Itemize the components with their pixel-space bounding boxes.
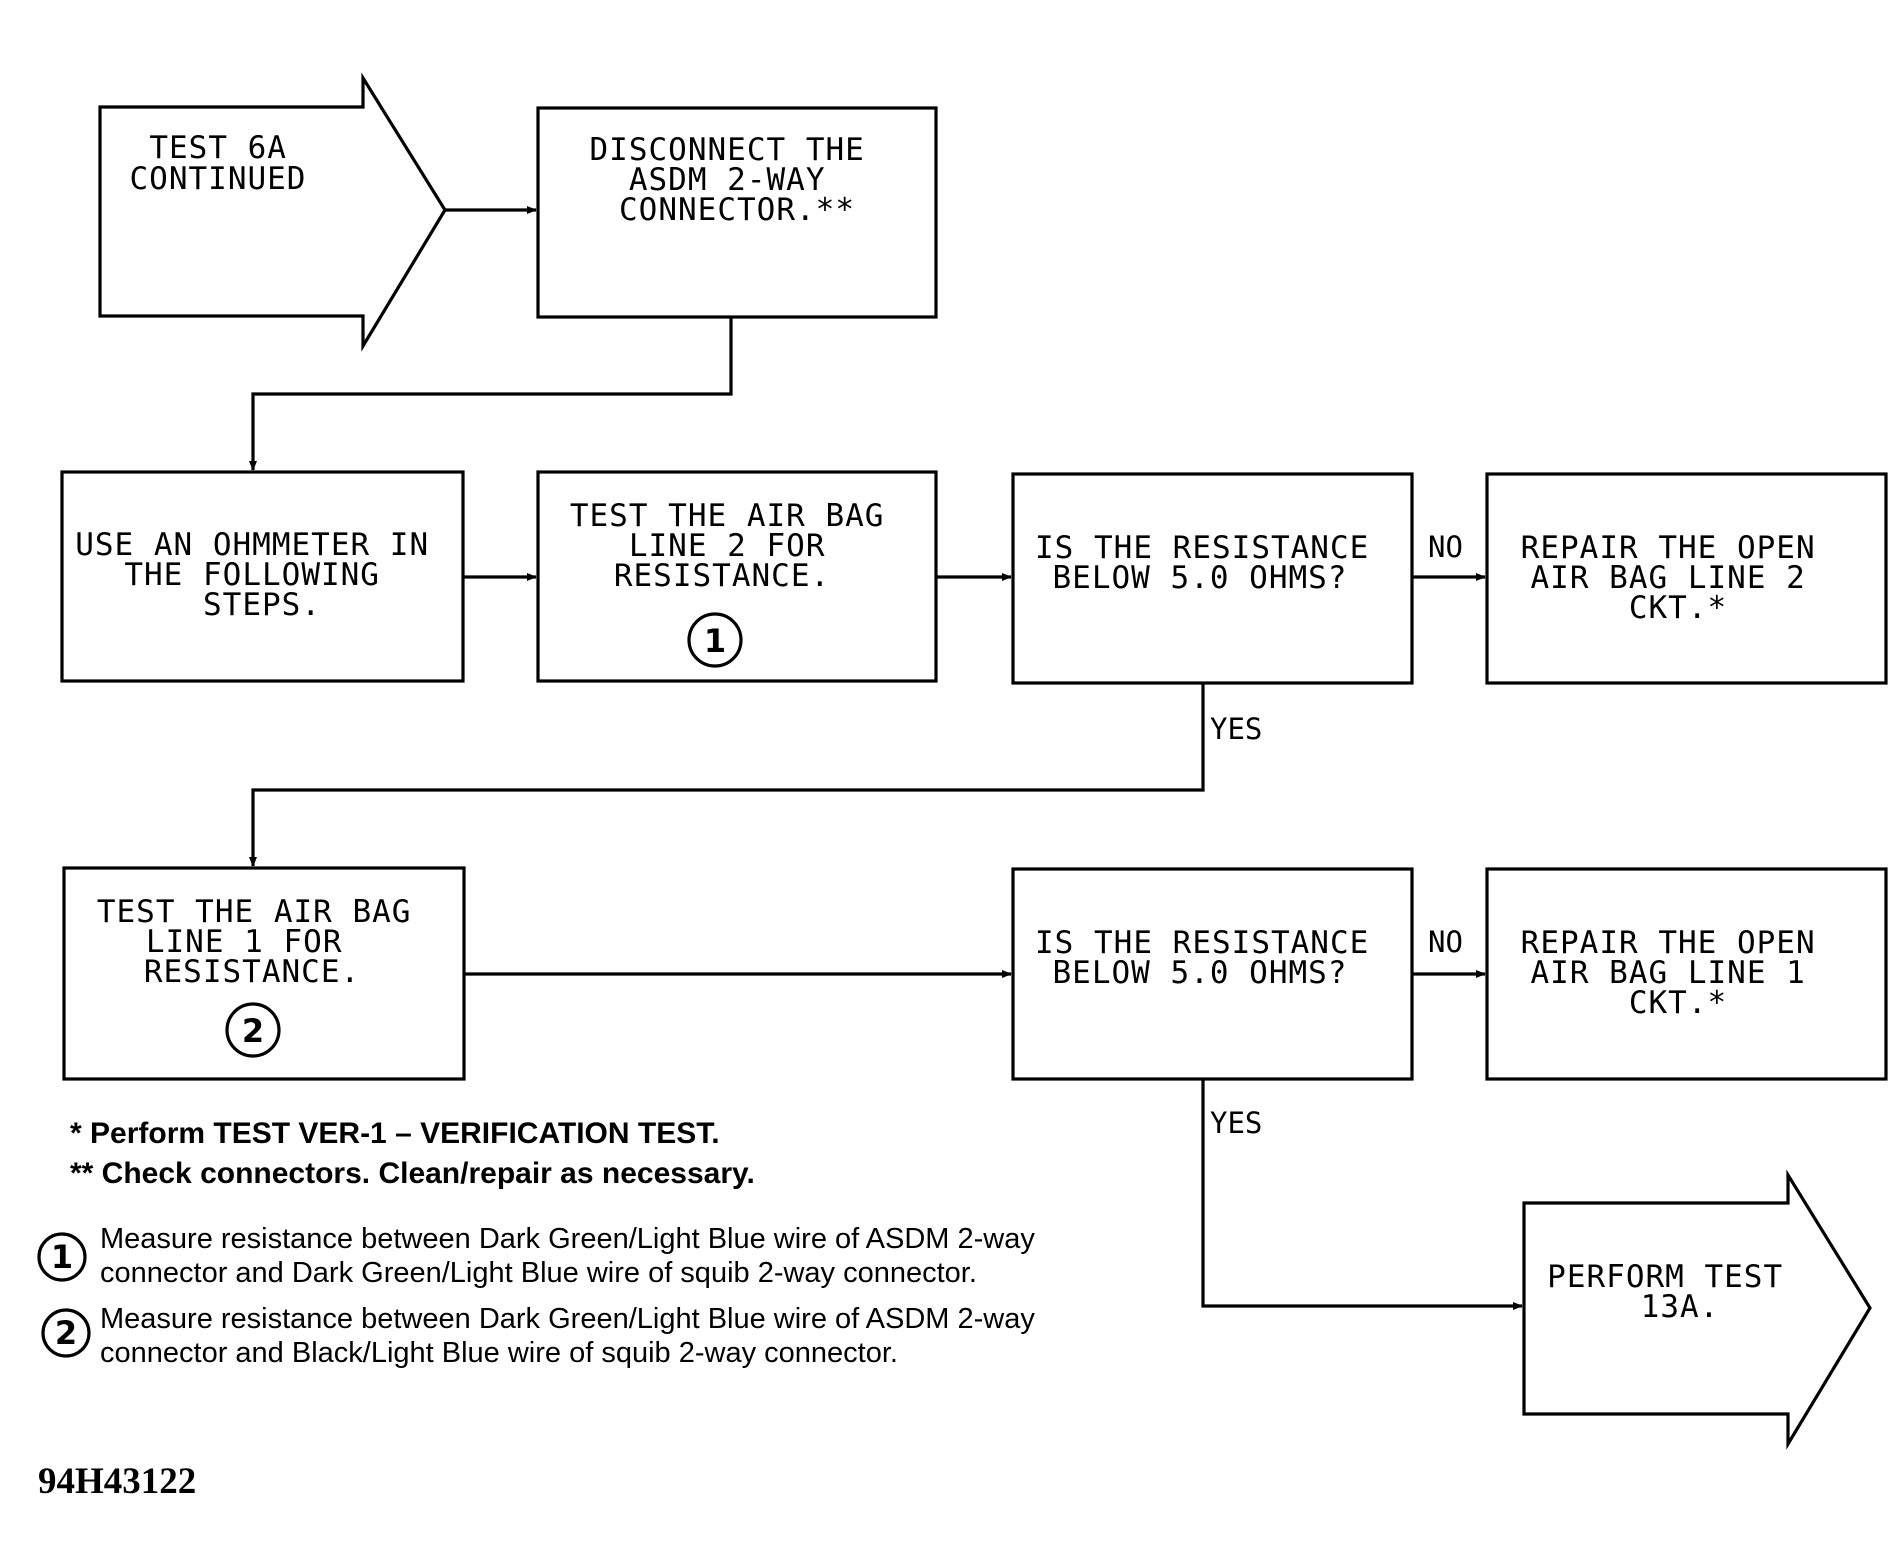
edge-label-yes-2: YES: [1210, 1106, 1262, 1140]
repair-line1-node-line: CKT.*: [1629, 985, 1727, 1021]
test-line1-node-line: LINE 1 FOR: [146, 924, 343, 960]
repair-line2-node-line: REPAIR THE OPEN: [1521, 530, 1816, 566]
svg-text:USE AN OHMMETER IN THE F: USE AN OHMMETER IN THE FOLLOWING STEPS.: [75, 527, 449, 623]
repair-line2-node-line: AIR BAG LINE 2: [1531, 560, 1806, 596]
ohmmeter-node-line: USE AN OHMMETER IN: [75, 527, 429, 563]
perform-test-node: PERFORM TEST 13A.: [1522, 1169, 1872, 1450]
perform-test-node-line: 13A.: [1641, 1289, 1720, 1325]
step-2-note-marker: [41, 1308, 91, 1358]
connectors: [249, 206, 1523, 1310]
connector-disconnect-to-ohmmeter: [249, 317, 733, 471]
svg-text:IS THE RESISTANCE BELOW: IS THE RESISTANCE BELOW 5.0 OHMS?: [1035, 530, 1389, 596]
test-line1-node: TEST THE AIR BAG LINE 1 FOR RESISTANCE. …: [62, 866, 466, 1081]
repair-line2-node-shape: [1485, 472, 1888, 685]
step-1-note-marker: [37, 1232, 87, 1282]
test-line2-node: TEST THE AIR BAG LINE 2 FOR RESISTANCE. …: [536, 470, 938, 683]
repair-line1-node-shape: [1485, 867, 1888, 1081]
decision-1-node: IS THE RESISTANCE BELOW 5.0 OHMS?: [1011, 472, 1414, 685]
decision-1-node-line: IS THE RESISTANCE: [1035, 530, 1369, 566]
svg-text:PERFORM TEST 13A.: PERFORM TEST 13A.: [1547, 1259, 1803, 1325]
test-line2-node-line: LINE 2 FOR: [629, 528, 826, 564]
figure-id: 94H43122: [38, 1461, 196, 1502]
decision-2-node-line: IS THE RESISTANCE: [1035, 925, 1369, 961]
footnotes: * Perform TEST VER-1 – VERIFICATION TEST…: [37, 1117, 1035, 1369]
svg-text:TEST THE AIR BAG LINE 2: TEST THE AIR BAG LINE 2 FOR RESISTANCE.: [570, 498, 904, 594]
ohmmeter-node-line: THE FOLLOWING: [124, 557, 380, 593]
step-2-note-line: Measure resistance between Dark Green/Li…: [100, 1303, 1035, 1335]
start-node-line: CONTINUED: [130, 161, 307, 197]
step-2-note-line: connector and Black/Light Blue wire of s…: [100, 1337, 898, 1369]
svg-text:DISCONNECT THE ASDM 2-WA: DISCONNECT THE ASDM 2-WAY CONNECTOR.**: [590, 132, 885, 228]
perform-test-node-line: PERFORM TEST: [1547, 1259, 1783, 1295]
edge-label-yes-1: YES: [1210, 712, 1262, 746]
connector-decision2-yes: [1201, 1079, 1523, 1310]
step-1-marker: [687, 612, 743, 668]
connector-decision1-yes: [249, 683, 1205, 867]
disconnect-node: DISCONNECT THE ASDM 2-WAY CONNECTOR.**: [536, 106, 938, 319]
svg-text:TEST THE AIR BAG LINE 1: TEST THE AIR BAG LINE 1 FOR RESISTANCE.: [97, 894, 431, 990]
step-2-note-marker-number: 2: [55, 1314, 77, 1352]
disconnect-node-shape: [536, 106, 938, 319]
svg-text:TEST 6A CONTINUED: TEST 6A CONTINUED: [130, 130, 307, 197]
step-1-note-line: Measure resistance between Dark Green/Li…: [100, 1223, 1035, 1255]
perform-test-node-shape: [1522, 1169, 1872, 1450]
ohmmeter-node-line: STEPS.: [203, 587, 321, 623]
edge-label-no-2: NO: [1428, 925, 1463, 959]
decision-2-node: IS THE RESISTANCE BELOW 5.0 OHMS?: [1011, 867, 1414, 1081]
svg-text:IS THE RESISTANCE BELOW: IS THE RESISTANCE BELOW 5.0 OHMS?: [1035, 925, 1389, 991]
start-node-line: TEST 6A: [149, 130, 287, 166]
ohmmeter-node: USE AN OHMMETER IN THE FOLLOWING STEPS.: [60, 470, 465, 683]
repair-line2-node: REPAIR THE OPEN AIR BAG LINE 2 CKT.*: [1485, 472, 1888, 685]
start-node-shape: [98, 72, 447, 352]
step-1-note-line: connector and Dark Green/Light Blue wire…: [100, 1257, 977, 1289]
repair-line1-node-line: REPAIR THE OPEN: [1521, 925, 1816, 961]
repair-line2-node-line: CKT.*: [1629, 590, 1727, 626]
repair-line1-node: REPAIR THE OPEN AIR BAG LINE 1 CKT.*: [1485, 867, 1888, 1081]
repair-line1-node-line: AIR BAG LINE 1: [1531, 955, 1806, 991]
test-line1-node-line: RESISTANCE.: [144, 954, 360, 990]
step-1-note-marker-number: 1: [51, 1238, 73, 1276]
start-node: TEST 6A CONTINUED: [98, 72, 447, 352]
test-line2-node-line: RESISTANCE.: [614, 558, 830, 594]
edge-label-no-1: NO: [1428, 530, 1463, 564]
step-2-marker: [225, 1002, 281, 1058]
svg-text:REPAIR THE OPEN AIR BAG: REPAIR THE OPEN AIR BAG LINE 2 CKT.*: [1521, 530, 1836, 626]
step-1-marker-number: 1: [704, 622, 726, 660]
decision-2-node-line: BELOW 5.0 OHMS?: [1053, 955, 1348, 991]
svg-text:REPAIR THE OPEN AIR BAG: REPAIR THE OPEN AIR BAG LINE 1 CKT.*: [1521, 925, 1836, 1021]
disconnect-node-line: CONNECTOR.**: [619, 192, 855, 228]
decision-1-node-line: BELOW 5.0 OHMS?: [1053, 560, 1348, 596]
footnote-single-star: * Perform TEST VER-1 – VERIFICATION TEST…: [70, 1117, 720, 1150]
disconnect-node-line: DISCONNECT THE: [590, 132, 865, 168]
step-2-marker-number: 2: [242, 1012, 264, 1050]
disconnect-node-line: ASDM 2-WAY: [629, 162, 826, 198]
footnote-double-star: ** Check connectors. Clean/repair as nec…: [70, 1157, 755, 1190]
